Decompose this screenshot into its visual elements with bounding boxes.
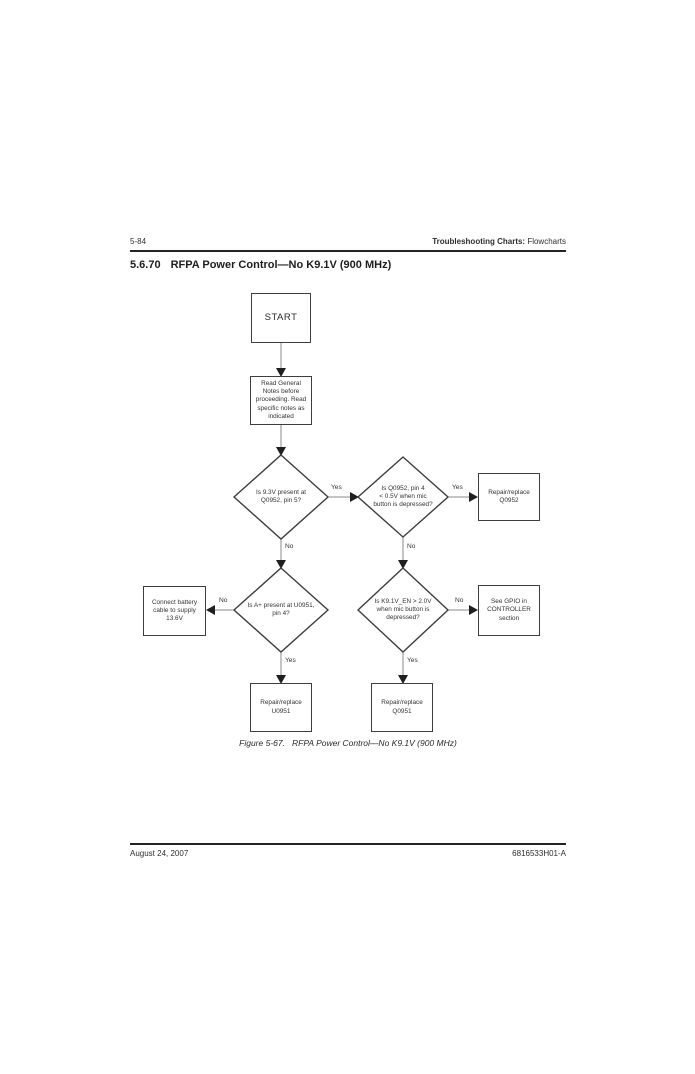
header-page-number: 5-84 bbox=[130, 237, 147, 246]
arrowheads bbox=[206, 368, 478, 684]
flow-node-repair-u0951: Repair/replace U0951 bbox=[250, 683, 312, 732]
edge-label-d4-yes: Yes bbox=[407, 657, 418, 664]
arrowhead-left-icon bbox=[206, 605, 215, 615]
arrowhead-down-icon bbox=[276, 560, 286, 569]
decision-diamond-d2 bbox=[356, 456, 450, 538]
decision-text-d2: Is Q0952, pin 4 < 0.5V when mic button i… bbox=[373, 484, 433, 509]
decision-diamond-d3 bbox=[232, 567, 330, 653]
footer-date: August 24, 2007 bbox=[130, 849, 189, 858]
page-header: 5-84 Troubleshooting Charts: Flowcharts bbox=[130, 237, 566, 247]
footer-rule bbox=[130, 843, 566, 845]
arrowhead-down-icon bbox=[398, 675, 408, 684]
flow-node-repair-q0952: Repair/replace Q0952 bbox=[478, 473, 540, 521]
header-section: Troubleshooting Charts: Flowcharts bbox=[432, 237, 566, 247]
decision-diamond-d4 bbox=[356, 567, 450, 653]
header-rule bbox=[130, 250, 566, 252]
edge-label-d3-no: No bbox=[219, 597, 228, 604]
arrowhead-down-icon bbox=[276, 447, 286, 456]
arrowhead-right-icon bbox=[469, 605, 478, 615]
header-section-regular: Flowcharts bbox=[525, 237, 566, 246]
arrowhead-right-icon bbox=[469, 492, 478, 502]
section-title: 5.6.70 RFPA Power Control—No K9.1V (900 M… bbox=[130, 259, 391, 271]
decision-text-d1: Is 9.3V present at Q0952, pin 5? bbox=[255, 488, 307, 504]
section-number: 5.6.70 bbox=[130, 259, 161, 271]
edge-label-d1-no: No bbox=[285, 543, 294, 550]
edge-label-d4-no: No bbox=[455, 597, 464, 604]
arrowhead-right-icon bbox=[350, 492, 359, 502]
footer-doc-number: 6816533H01-A bbox=[512, 849, 566, 858]
figure-caption: Figure 5-67. RFPA Power Control—No K9.1V … bbox=[130, 738, 566, 748]
decision-diamonds bbox=[232, 454, 450, 653]
flow-node-repair-q0951: Repair/replace Q0951 bbox=[371, 683, 433, 732]
arrowhead-down-icon bbox=[398, 560, 408, 569]
decision-text-d3: Is A+ present at U0951, pin 4? bbox=[247, 601, 315, 617]
connector-lines bbox=[213, 343, 471, 676]
header-section-bold: Troubleshooting Charts: bbox=[432, 237, 526, 246]
flow-node-connect-battery: Connect battery cable to supply 13.6V bbox=[143, 586, 206, 636]
section-title-text: RFPA Power Control—No K9.1V (900 MHz) bbox=[170, 259, 392, 271]
edge-label-d3-yes: Yes bbox=[285, 657, 296, 664]
edge-label-d1-yes: Yes bbox=[331, 484, 342, 491]
decision-text-d4: Is K9.1V_EN > 2.0V when mic button is de… bbox=[374, 597, 432, 622]
edge-label-d2-no: No bbox=[407, 543, 416, 550]
figure-caption-number: Figure 5-67. bbox=[239, 738, 285, 748]
figure-caption-text: RFPA Power Control—No K9.1V (900 MHz) bbox=[291, 738, 457, 748]
arrowhead-down-icon bbox=[276, 368, 286, 377]
arrowhead-down-icon bbox=[276, 675, 286, 684]
flow-node-read-notes: Read General Notes before proceeding. Re… bbox=[250, 376, 312, 425]
flow-node-see-gpio: See GPIO in CONTROLLER section bbox=[478, 585, 540, 636]
page-footer: August 24, 2007 6816533H01-A bbox=[130, 849, 566, 859]
decision-diamond-d1 bbox=[232, 454, 330, 540]
edge-label-d2-yes: Yes bbox=[452, 484, 463, 491]
flow-node-start: START bbox=[251, 293, 311, 343]
